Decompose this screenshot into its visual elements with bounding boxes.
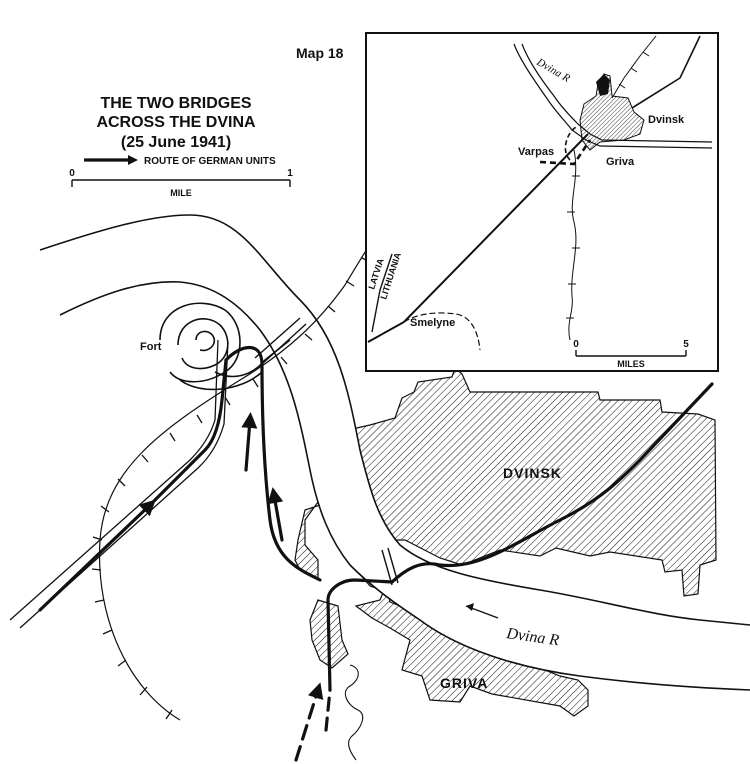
map-title-line3: (25 June 1941) bbox=[121, 134, 231, 151]
river-flow-arrow bbox=[465, 603, 499, 619]
inset-rail-south-ticks bbox=[566, 175, 580, 319]
road-main-diagonal bbox=[9, 339, 229, 629]
griva-label: GRIVA bbox=[440, 675, 488, 691]
map-title-line1: THE TWO BRIDGES bbox=[100, 95, 251, 112]
scale-main-end: 1 bbox=[287, 168, 293, 179]
inset-border bbox=[371, 253, 393, 333]
inset-scale-start: 0 bbox=[573, 339, 579, 350]
inset-german-route bbox=[539, 139, 592, 166]
inset-road-east bbox=[631, 35, 701, 109]
inset-griva-label: Griva bbox=[606, 156, 635, 168]
inset-map: Dvina R Dvinsk Varpas Griva LATVIA LITHU… bbox=[365, 32, 719, 372]
inset-varpas-label: Varpas bbox=[518, 146, 554, 158]
scale-main-start: 0 bbox=[69, 168, 75, 179]
inset-scale-bar: 0 5 MILES bbox=[573, 339, 689, 369]
inset-smelyne-label: Smelyne bbox=[410, 317, 455, 329]
bridge-lines bbox=[254, 317, 399, 586]
inset-dvinsk-label: Dvinsk bbox=[648, 114, 685, 126]
inset-scale-end: 5 bbox=[683, 339, 689, 350]
stream-south bbox=[344, 664, 364, 761]
german-route-lines bbox=[38, 346, 714, 762]
inset-rail-north-ticks bbox=[618, 51, 650, 89]
inset-dvinsk-core bbox=[596, 74, 610, 96]
scale-bar-main: 0 1 MILE bbox=[69, 168, 293, 198]
dvina-river-south-bank bbox=[59, 281, 750, 691]
fort-label: Fort bbox=[140, 341, 162, 353]
inset-road-south bbox=[403, 312, 481, 351]
inset-route-curve bbox=[564, 125, 579, 161]
map-title-line2: ACROSS THE DVINA bbox=[96, 114, 256, 131]
legend-route-label: ROUTE OF GERMAN UNITS bbox=[144, 156, 276, 167]
legend: ROUTE OF GERMAN UNITS bbox=[84, 155, 276, 167]
fort-symbol bbox=[159, 302, 291, 391]
inset-rail-south bbox=[568, 149, 577, 341]
scale-main-unit: MILE bbox=[170, 188, 192, 198]
inset-scale-unit: MILES bbox=[617, 359, 645, 369]
dvinsk-label: DVINSK bbox=[503, 465, 562, 481]
dvina-river-north-bank bbox=[39, 214, 750, 626]
railroad-line bbox=[98, 224, 385, 721]
inset-river-bank bbox=[521, 43, 713, 143]
dvina-river-water bbox=[40, 215, 750, 690]
inset-rail-north bbox=[611, 35, 657, 99]
map-number: Map 18 bbox=[296, 45, 344, 61]
